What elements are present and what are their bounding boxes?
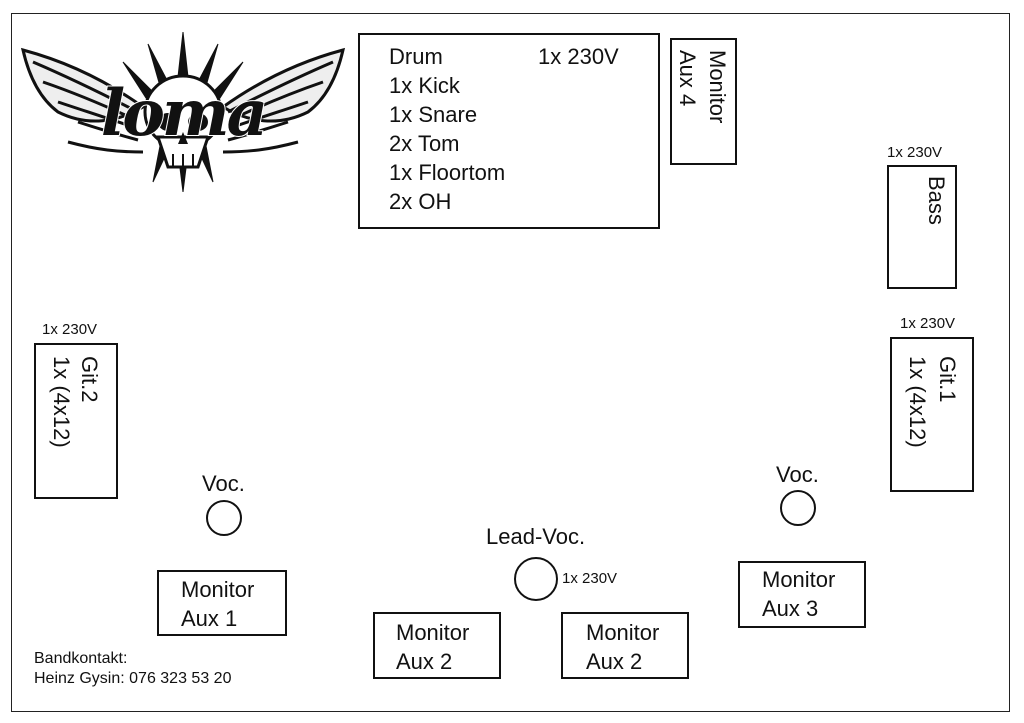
voc-right-mic xyxy=(780,490,816,526)
monitor-aux2-right-line2: Aux 2 xyxy=(586,649,643,674)
lead-voc-label: Lead-Voc. xyxy=(486,524,586,549)
monitor-aux3-line1: Monitor xyxy=(762,567,836,592)
git1-power: 1x 230V xyxy=(900,315,956,332)
contact-heading: Bandkontakt: xyxy=(34,650,128,667)
monitor-aux2-right-line1: Monitor xyxy=(586,620,660,645)
monitor-aux2-left xyxy=(373,612,501,679)
bass-amp xyxy=(887,165,957,289)
monitor-aux3 xyxy=(738,561,866,628)
bass-power: 1x 230V xyxy=(887,144,943,161)
git2-amp xyxy=(34,343,118,499)
monitor-aux1-line2: Aux 1 xyxy=(181,606,238,631)
voc-left-mic xyxy=(206,500,242,536)
git1-line1: Git.1 xyxy=(935,356,960,403)
contact-phone: Heinz Gysin: 076 323 53 20 xyxy=(34,670,232,687)
stage-frame xyxy=(11,13,1010,712)
bass-label: Bass xyxy=(924,176,949,225)
monitor-aux2-right xyxy=(561,612,689,679)
lead-voc-power: 1x 230V xyxy=(562,570,618,587)
git2-line1: Git.2 xyxy=(77,356,102,403)
git2-line2: 1x (4x12) xyxy=(49,356,74,448)
monitor-aux2-left-line2: Aux 2 xyxy=(396,649,453,674)
monitor-aux4-line1: Monitor xyxy=(705,50,730,124)
voc-right-label: Voc. xyxy=(776,462,819,487)
band-logo: loma xyxy=(20,32,346,193)
drum-item-tom: 2x Tom xyxy=(389,131,460,156)
drum-item-oh: 2x OH xyxy=(389,189,452,214)
monitor-aux2-left-line1: Monitor xyxy=(396,620,470,645)
monitor-aux1-line1: Monitor xyxy=(181,577,255,602)
monitor-aux1 xyxy=(157,570,287,636)
git1-line2: 1x (4x12) xyxy=(905,356,930,448)
lead-voc-mic xyxy=(514,557,558,601)
monitor-aux3-line2: Aux 3 xyxy=(762,596,819,621)
git2-power: 1x 230V xyxy=(42,321,98,338)
svg-text:loma: loma xyxy=(101,76,265,151)
monitor-aux4 xyxy=(670,38,737,165)
drum-power: 1x 230V xyxy=(538,44,619,69)
drum-item-snare: 1x Snare xyxy=(389,102,478,127)
drum-riser xyxy=(358,33,660,229)
monitor-aux4-line2: Aux 4 xyxy=(675,50,700,107)
drum-item-floortom: 1x Floortom xyxy=(389,160,506,185)
git1-amp xyxy=(890,337,974,492)
drum-title: Drum xyxy=(389,44,443,69)
drum-item-kick: 1x Kick xyxy=(389,73,460,98)
voc-left-label: Voc. xyxy=(202,471,245,496)
